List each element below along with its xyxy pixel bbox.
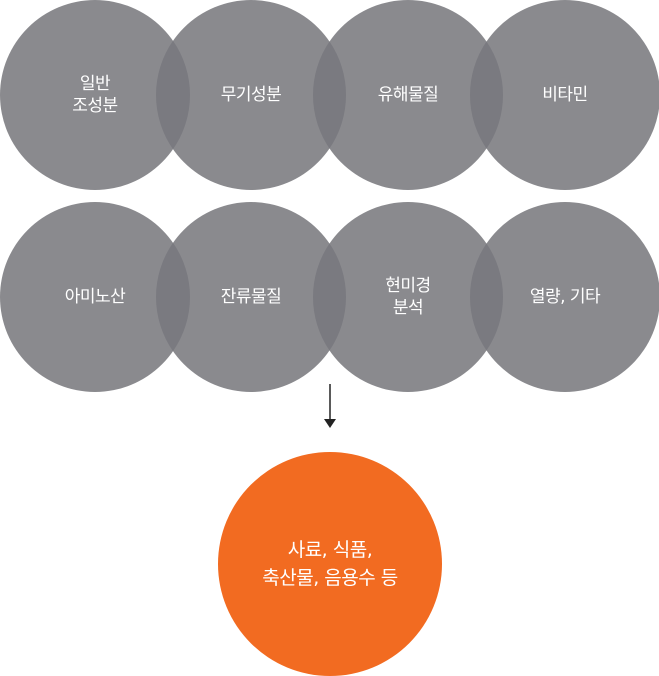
row1-label-4-line-1: 비타민 bbox=[542, 85, 587, 105]
result-circle: 사료, 식품, 축산물, 음용수 등 bbox=[218, 452, 442, 676]
row1-overlap-1 bbox=[156, 40, 190, 150]
down-arrow-icon bbox=[324, 384, 336, 428]
row1-circle-4 bbox=[470, 0, 659, 190]
row1-label-1-line-2: 조성분 bbox=[72, 96, 117, 116]
row2-overlap-3 bbox=[469, 243, 503, 351]
arrow-head bbox=[324, 419, 336, 428]
row2-overlap-1 bbox=[156, 242, 190, 352]
row2-label-3-line-2: 분석 bbox=[393, 298, 423, 318]
row1-overlap-2 bbox=[313, 41, 346, 149]
result-label-line-2: 축산물, 음용수 등 bbox=[262, 567, 397, 589]
row1-label-3-line-1: 유해물질 bbox=[378, 85, 439, 105]
row2-label-2-line-1: 잔류물질 bbox=[221, 287, 282, 307]
row2-label-3-line-1: 현미경 bbox=[385, 276, 430, 296]
row2-circle-4 bbox=[470, 202, 659, 392]
result-label-line-1: 사료, 식품, bbox=[288, 539, 373, 561]
row2-label-1-line-1: 아미노산 bbox=[65, 287, 126, 307]
row2-label-4-line-1: 열량, 기타 bbox=[530, 287, 601, 307]
row1-circle-1 bbox=[0, 0, 190, 190]
result-circle-shape bbox=[218, 452, 442, 676]
row1-label-1-line-1: 일반 bbox=[80, 74, 111, 94]
row2-overlap-2 bbox=[313, 243, 346, 351]
row2-circle-2 bbox=[156, 202, 346, 392]
row2-circle-1 bbox=[0, 202, 190, 392]
row1-overlap-3 bbox=[469, 41, 503, 149]
row1-label-2-line-1: 무기성분 bbox=[221, 85, 282, 105]
row2-circle-3 bbox=[313, 202, 503, 392]
row1-circle-2 bbox=[156, 0, 346, 190]
row1-circle-3 bbox=[313, 0, 503, 190]
